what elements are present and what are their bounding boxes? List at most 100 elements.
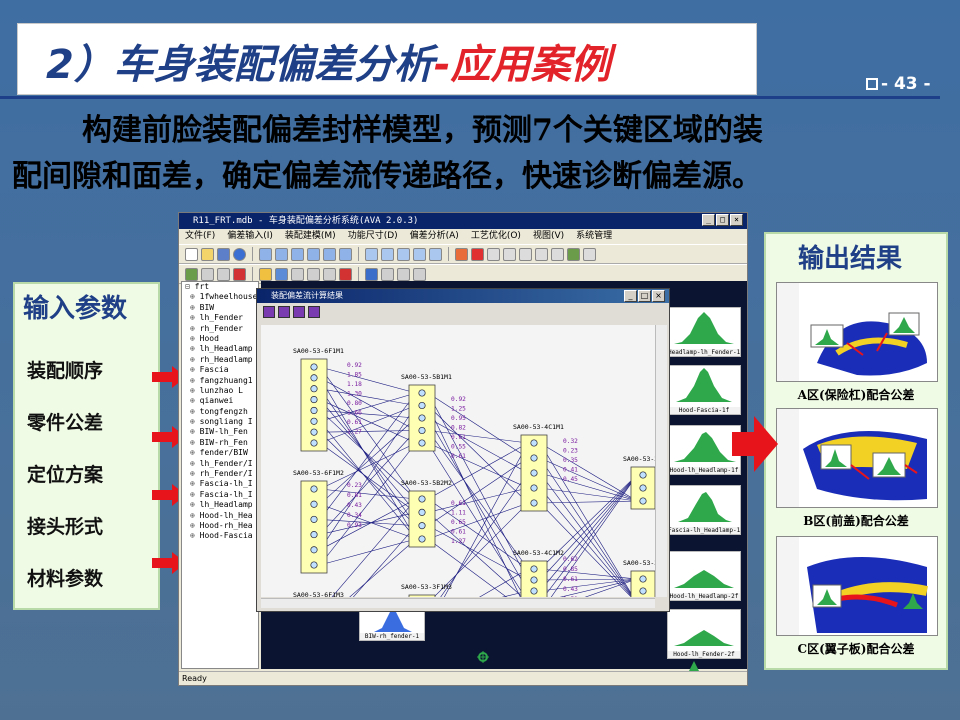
- dialog-maximize-button[interactable]: □: [638, 290, 651, 302]
- tool-icon[interactable]: [381, 267, 394, 281]
- model-tree[interactable]: frt 1fwheelhouse BIW lh_Fender rh_Fender…: [181, 281, 259, 669]
- save-icon[interactable]: [217, 247, 230, 261]
- distribution-graph[interactable]: Headlamp-lh_Fender-1f: [667, 307, 741, 357]
- tree-item[interactable]: 1fwheelhouse: [182, 292, 258, 302]
- tool-icon[interactable]: [323, 247, 336, 261]
- tree-item[interactable]: Fascia-lh_I: [182, 490, 258, 500]
- dialog-tool-icon[interactable]: [263, 306, 275, 318]
- tree-item[interactable]: fender/BIW: [182, 448, 258, 458]
- tool-icon[interactable]: [503, 247, 516, 261]
- tool-icon[interactable]: [275, 267, 288, 281]
- network-edge: [427, 442, 529, 628]
- tool-icon[interactable]: [365, 267, 378, 281]
- tool-icon[interactable]: [323, 267, 336, 281]
- tree-item[interactable]: rh_Fender: [182, 324, 258, 334]
- network-port: [310, 515, 318, 523]
- tool-icon[interactable]: [397, 247, 410, 261]
- tree-item[interactable]: BIW-lh_Fen: [182, 427, 258, 437]
- distribution-graph[interactable]: Hood-lh_Headlamp-2f: [667, 551, 741, 601]
- distribution-graph[interactable]: BIW-rh_fender-1: [359, 603, 425, 641]
- dialog-close-button[interactable]: ×: [652, 290, 665, 302]
- tree-item[interactable]: BIW: [182, 303, 258, 313]
- tool-icon[interactable]: [307, 247, 320, 261]
- pencil-icon[interactable]: [455, 247, 468, 261]
- tool-icon[interactable]: [201, 267, 214, 281]
- network-port: [310, 439, 318, 447]
- distribution-graph[interactable]: Hood-lh_Fender-2f: [667, 609, 741, 659]
- network-port: [530, 469, 538, 477]
- tree-item[interactable]: songliang I: [182, 417, 258, 427]
- tree-item[interactable]: lh_Fender/I: [182, 459, 258, 469]
- dialog-minimize-button[interactable]: _: [624, 290, 637, 302]
- tool-icon[interactable]: [413, 247, 426, 261]
- tree-item[interactable]: rh_Fender/I: [182, 469, 258, 479]
- distribution-graph[interactable]: Hood-lh_Headlamp-1f: [667, 425, 741, 475]
- tool-icon[interactable]: [339, 247, 352, 261]
- horizontal-scrollbar[interactable]: [261, 598, 655, 608]
- dialog-tool-icon[interactable]: [278, 306, 290, 318]
- help-icon[interactable]: [233, 247, 246, 261]
- close-button[interactable]: ×: [730, 214, 743, 226]
- tree-item[interactable]: lh_Headlamp: [182, 500, 258, 510]
- tool-icon[interactable]: [487, 247, 500, 261]
- menu-functional-dimension[interactable]: 功能尺寸(D): [347, 231, 398, 241]
- tool-icon[interactable]: [217, 267, 230, 281]
- menu-assembly-model[interactable]: 装配建模(M): [284, 231, 336, 241]
- tool-icon[interactable]: [291, 247, 304, 261]
- tool-icon[interactable]: [535, 247, 548, 261]
- tool-icon[interactable]: [185, 267, 198, 281]
- dialog-tool-icon[interactable]: [293, 306, 305, 318]
- network-edge: [427, 502, 529, 604]
- distribution-graph[interactable]: Fascia-lh_Headlamp-1f: [667, 485, 741, 535]
- tool-icon[interactable]: [275, 247, 288, 261]
- distribution-graph[interactable]: Hood-Fascia-1f: [667, 365, 741, 415]
- menu-deviation-input[interactable]: 偏差输入(I): [227, 231, 273, 241]
- dialog-tool-icon[interactable]: [308, 306, 320, 318]
- tree-item[interactable]: Hood-Fascia: [182, 531, 258, 541]
- minimize-button[interactable]: _: [702, 214, 715, 226]
- tree-item[interactable]: frt: [182, 282, 258, 292]
- tool-icon[interactable]: [259, 247, 272, 261]
- tool-icon[interactable]: [429, 247, 442, 261]
- tool-icon[interactable]: [413, 267, 426, 281]
- tool-icon[interactable]: [471, 247, 484, 261]
- tree-item[interactable]: Fascia: [182, 365, 258, 375]
- tree-item[interactable]: Hood-rh_Hea: [182, 521, 258, 531]
- tool-icon[interactable]: [365, 247, 378, 261]
- tree-item[interactable]: tongfengzh: [182, 407, 258, 417]
- tree-item[interactable]: lunzhao L: [182, 386, 258, 396]
- delete-icon[interactable]: [339, 267, 352, 281]
- new-file-icon[interactable]: [185, 247, 198, 261]
- menu-view[interactable]: 视图(V): [532, 231, 565, 241]
- menu-system-admin[interactable]: 系统管理: [576, 231, 613, 241]
- tree-item[interactable]: BIW-rh_Fen: [182, 438, 258, 448]
- maximize-button[interactable]: □: [716, 214, 729, 226]
- tool-icon[interactable]: [583, 247, 596, 261]
- tool-icon[interactable]: [307, 267, 320, 281]
- tool-icon[interactable]: [381, 247, 394, 261]
- tool-icon[interactable]: [259, 267, 272, 281]
- open-folder-icon[interactable]: [201, 247, 214, 261]
- tree-item[interactable]: Hood-lh_Hea: [182, 511, 258, 521]
- tool-icon[interactable]: [551, 247, 564, 261]
- tree-item[interactable]: qianwei: [182, 396, 258, 406]
- delete-icon[interactable]: [233, 267, 246, 281]
- tree-item[interactable]: lh_Headlamp: [182, 344, 258, 354]
- network-port: [310, 396, 318, 404]
- menu-deviation-analysis[interactable]: 偏差分析(A): [409, 231, 459, 241]
- menu-process-optimization[interactable]: 工艺优化(O): [470, 231, 521, 241]
- tool-icon[interactable]: [291, 267, 304, 281]
- tree-item[interactable]: fangzhuang1: [182, 376, 258, 386]
- tool-icon[interactable]: [567, 247, 580, 261]
- tree-item[interactable]: Fascia-lh_I: [182, 479, 258, 489]
- tree-item[interactable]: lh_Fender: [182, 313, 258, 323]
- tree-item[interactable]: Hood: [182, 334, 258, 344]
- menu-file[interactable]: 文件(F): [185, 231, 216, 241]
- tool-icon[interactable]: [397, 267, 410, 281]
- network-value-label: 0.23: [563, 448, 578, 455]
- tool-icon[interactable]: [519, 247, 532, 261]
- network-edge: [319, 442, 417, 566]
- vertical-scrollbar[interactable]: [655, 325, 667, 597]
- tree-item[interactable]: rh_Headlamp: [182, 355, 258, 365]
